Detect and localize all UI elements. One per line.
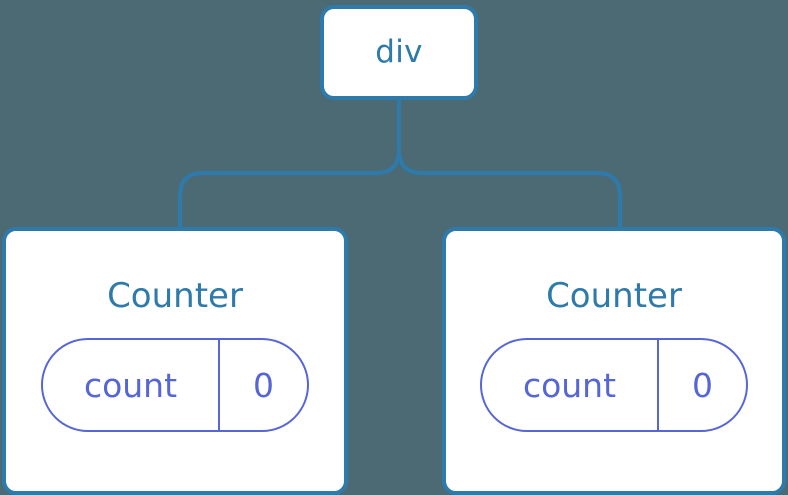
node-counter-left-label: Counter <box>107 276 243 316</box>
node-counter-left[interactable]: Counter count 0 <box>2 227 348 495</box>
state-pill-right: count 0 <box>480 338 748 432</box>
node-counter-right-label: Counter <box>546 276 682 316</box>
state-key-right: count <box>522 365 617 405</box>
state-value-right: 0 <box>657 340 746 430</box>
node-counter-right[interactable]: Counter count 0 <box>442 227 786 495</box>
state-key-left: count <box>83 365 178 405</box>
state-pill-left: count 0 <box>41 338 309 432</box>
node-div-label: div <box>375 34 423 70</box>
node-div[interactable]: div <box>320 5 478 100</box>
state-value-left: 0 <box>218 340 307 430</box>
